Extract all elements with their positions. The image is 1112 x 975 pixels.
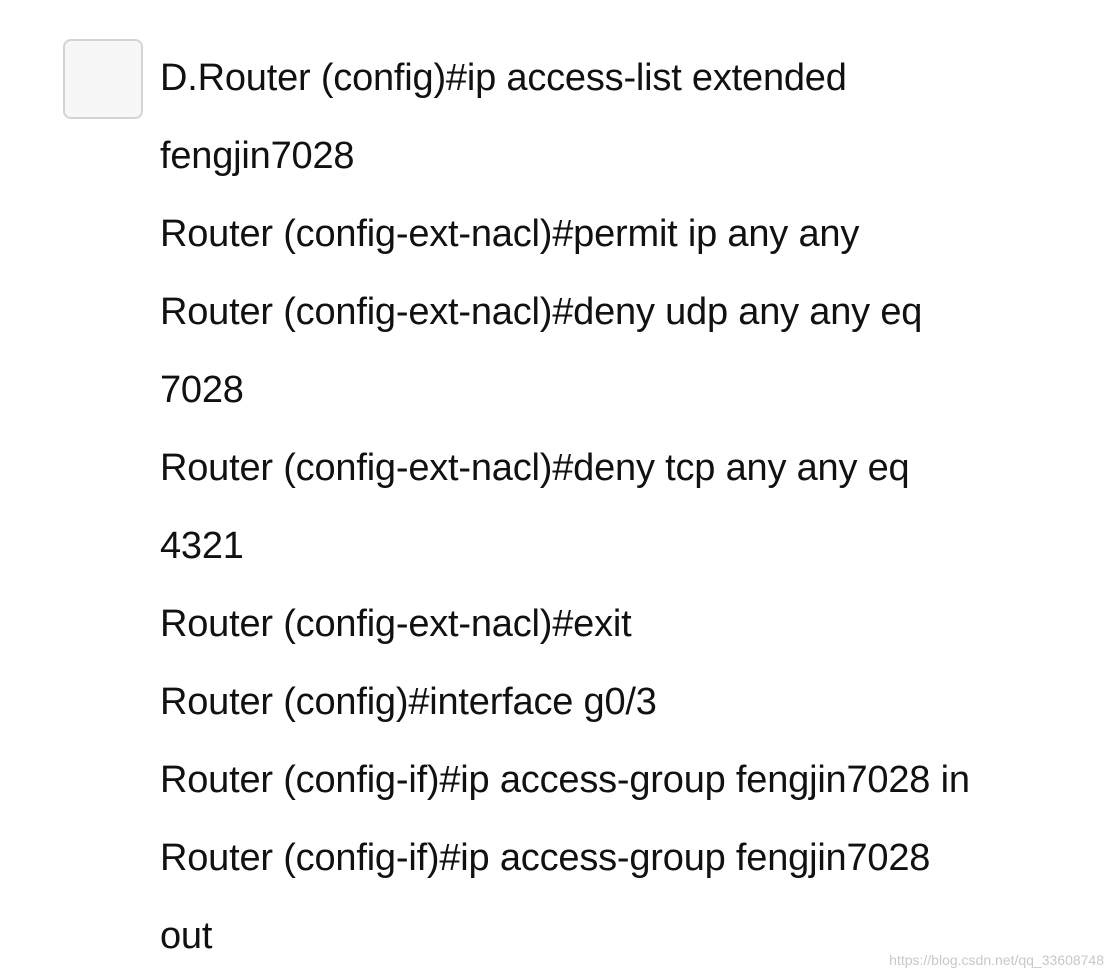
option-line: Router (config-if)#ip access-group fengj… [160,837,931,879]
option-line: Router (config-ext-nacl)#deny udp any an… [160,291,923,333]
option-line: Router (config-if)#ip access-group fengj… [160,759,970,801]
option-line: Router (config-ext-nacl)#permit ip any a… [160,213,860,255]
option-line: Router (config-ext-nacl)#exit [160,603,632,645]
option-line: out [160,915,213,957]
watermark-url: https://blog.csdn.net/qq_33608748 [889,952,1104,968]
option-line: Router (config-ext-nacl)#deny tcp any an… [160,447,910,489]
option-line: 4321 [160,525,244,567]
option-line: Router (config)#interface g0/3 [160,681,657,723]
option-line: 7028 [160,369,244,411]
option-line: D.Router (config)#ip access-list extende… [160,57,847,99]
option-d-text: D.Router (config)#ip access-list extende… [160,39,1100,975]
option-d-checkbox[interactable] [63,39,143,119]
option-line: fengjin7028 [160,135,355,177]
